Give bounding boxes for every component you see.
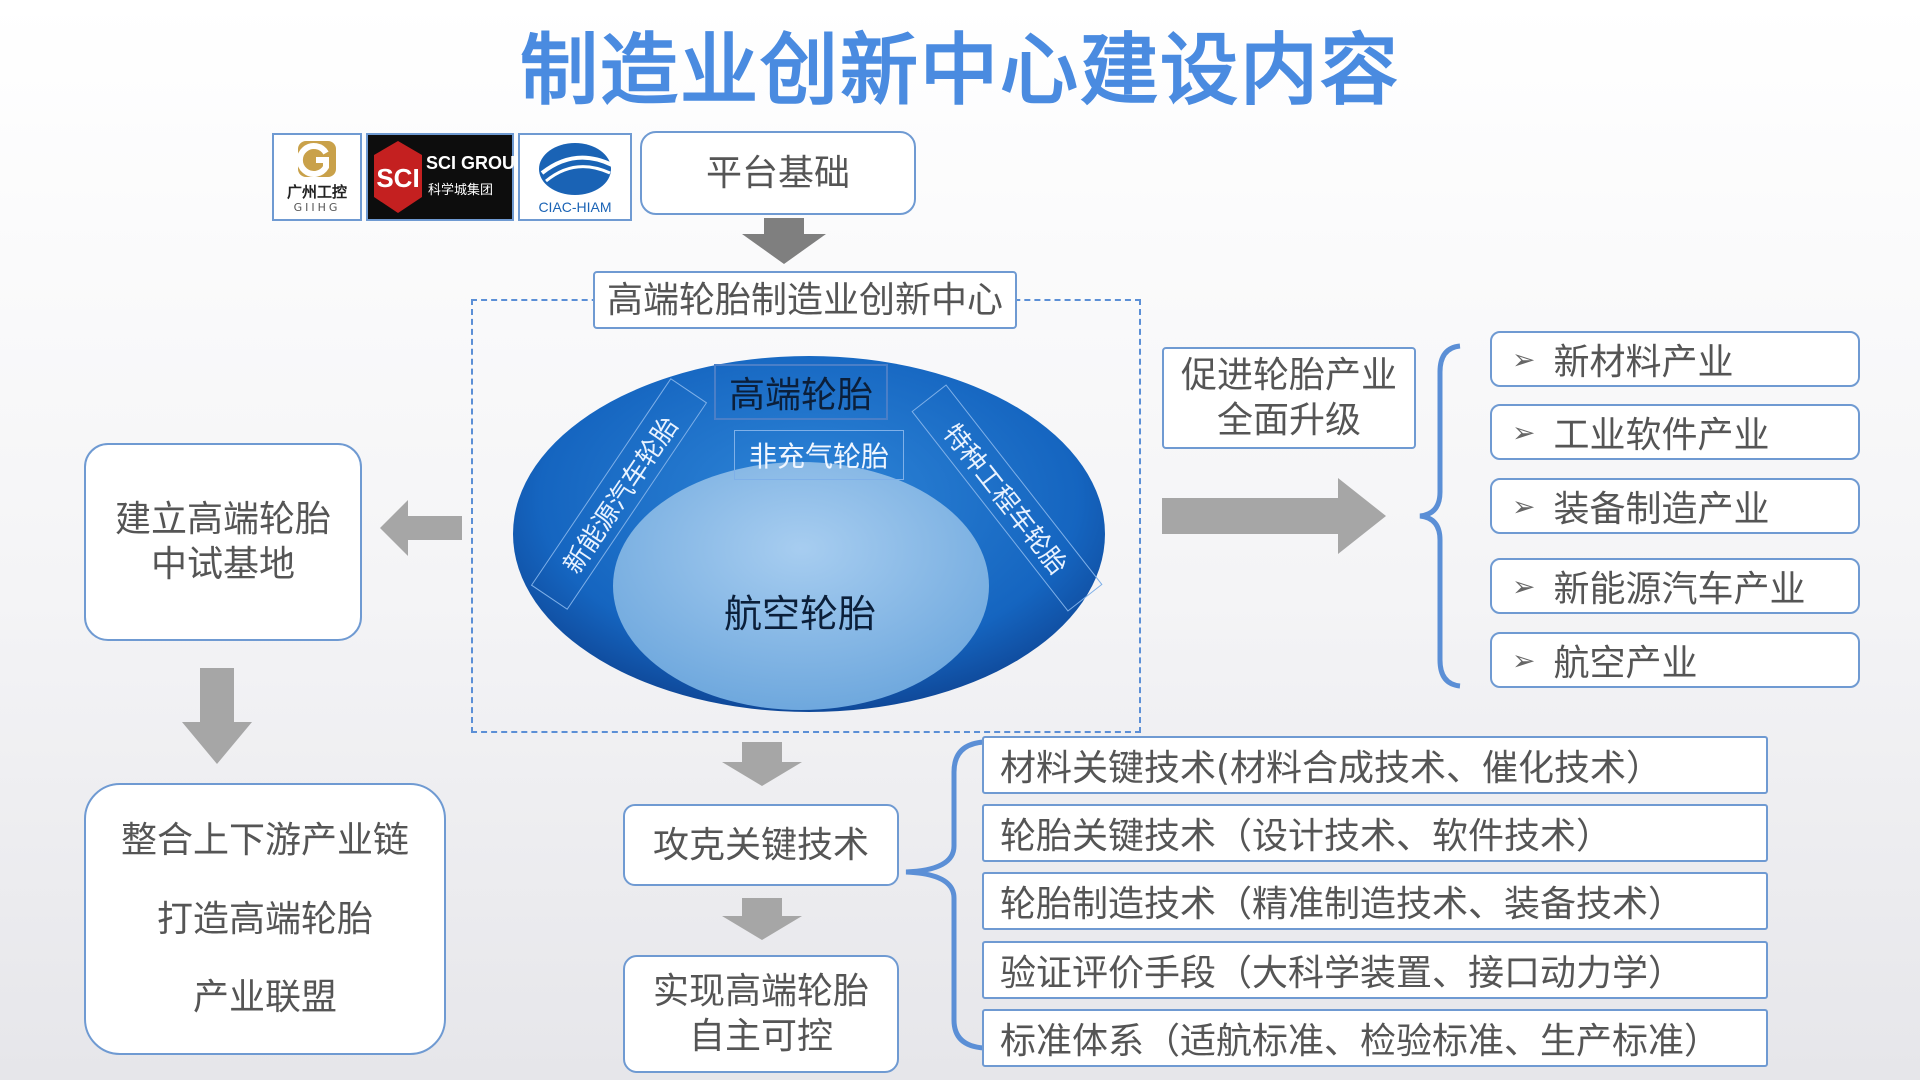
- alliance-line1: 整合上下游产业链: [120, 820, 409, 862]
- industry-label: 航空产业: [1553, 643, 1698, 684]
- giihg-logo: 广州工控 GIIHG: [272, 133, 362, 221]
- arrow-down-key-tech: [722, 742, 802, 786]
- alliance-line2: 打造高端轮胎: [156, 898, 373, 940]
- tech-item-manufacturing: 轮胎制造技术（精准制造技术、装备技术）: [982, 872, 1768, 930]
- tech-item-tire-key: 轮胎关键技术（设计技术、软件技术）: [982, 804, 1768, 862]
- tech-label: 标准体系（适航标准、检验标准、生产标准）: [1000, 1021, 1721, 1062]
- tech-label: 轮胎关键技术（设计技术、软件技术）: [1000, 816, 1613, 857]
- promote-line2: 全面升级: [1216, 400, 1361, 441]
- alliance-line3: 产业联盟: [192, 976, 337, 1018]
- page-title: 制造业创新中心建设内容: [519, 26, 1400, 116]
- industry-software: ➢ 工业软件产业: [1490, 404, 1860, 460]
- sci-group-logo: SCI SCI GROUP 科学城集团: [366, 133, 527, 221]
- giihg-logo-mark: [296, 141, 336, 177]
- control-line2: 自主可控: [688, 1016, 833, 1057]
- svg-text:SCI: SCI: [376, 163, 419, 193]
- ciac-logo-mark: [539, 143, 613, 195]
- arrowhead-bullet-icon: ➢: [1512, 489, 1536, 523]
- sci-logo-mark: SCI: [374, 141, 422, 213]
- arrowhead-bullet-icon: ➢: [1512, 415, 1536, 449]
- innovation-center-label: 高端轮胎制造业创新中心: [606, 279, 1003, 321]
- pilot-base-line2: 中试基地: [150, 544, 295, 585]
- giihg-logo-sub: GIIHG: [293, 201, 341, 214]
- industry-new-energy-vehicles: ➢ 新能源汽车产业: [1490, 558, 1860, 614]
- pilot-base-box: 建立高端轮胎 中试基地: [84, 443, 362, 641]
- industry-label: 新能源汽车产业: [1553, 569, 1806, 610]
- tech-label: 材料关键技术(材料合成技术、催化技术）: [1000, 748, 1663, 789]
- industry-label: 工业软件产业: [1553, 415, 1770, 456]
- arrow-down-platform: [742, 218, 826, 264]
- ellipse-core: [613, 462, 989, 710]
- arrow-down-control: [722, 898, 802, 940]
- pilot-base-line1: 建立高端轮胎: [114, 499, 331, 540]
- giihg-logo-text: 广州工控: [286, 183, 347, 201]
- tech-label: 轮胎制造技术（精准制造技术、装备技术）: [1000, 884, 1685, 925]
- key-tech-label: 攻克关键技术: [652, 824, 869, 866]
- arrowhead-bullet-icon: ➢: [1512, 342, 1536, 376]
- non-pneumatic-tire-label: 非充气轮胎: [734, 430, 904, 480]
- tech-item-validation: 验证评价手段（大科学装置、接口动力学）: [982, 941, 1768, 999]
- arrowhead-bullet-icon: ➢: [1512, 569, 1536, 603]
- ciac-logo-text: CIAC-HIAM: [538, 199, 612, 215]
- arrow-down-alliance: [182, 668, 252, 764]
- tech-label: 验证评价手段（大科学装置、接口动力学）: [1000, 953, 1685, 994]
- industry-label: 装备制造产业: [1553, 489, 1770, 530]
- sci-logo-sub: 科学城集团: [428, 183, 494, 198]
- industry-aviation: ➢ 航空产业: [1490, 632, 1860, 688]
- aviation-tire-label: 航空轮胎: [723, 591, 876, 636]
- high-end-tire-label: 高端轮胎: [714, 364, 888, 420]
- tech-item-standards: 标准体系（适航标准、检验标准、生产标准）: [982, 1009, 1768, 1067]
- platform-foundation-box: 平台基础: [640, 131, 916, 215]
- promote-upgrade-box: 促进轮胎产业 全面升级: [1162, 347, 1416, 449]
- tech-brace: [905, 739, 985, 1051]
- promote-line1: 促进轮胎产业: [1180, 355, 1397, 396]
- tire-ellipse-diagram: [513, 356, 1105, 712]
- industry-equipment: ➢ 装备制造产业: [1490, 478, 1860, 534]
- arrow-right-industries: [1162, 478, 1386, 554]
- arrow-left-pilot: [380, 500, 462, 556]
- self-control-box: 实现高端轮胎 自主可控: [623, 955, 899, 1073]
- platform-foundation-label: 平台基础: [705, 152, 850, 194]
- industries-brace: [1419, 343, 1461, 689]
- key-tech-box: 攻克关键技术: [623, 804, 899, 886]
- sci-logo-text: SCI GROUP: [426, 153, 528, 173]
- control-line1: 实现高端轮胎: [652, 971, 869, 1012]
- industry-label: 新材料产业: [1553, 342, 1734, 383]
- industry-new-materials: ➢ 新材料产业: [1490, 331, 1860, 387]
- ciac-hiam-logo: CIAC-HIAM: [518, 133, 632, 221]
- tech-item-materials: 材料关键技术(材料合成技术、催化技术）: [982, 736, 1768, 794]
- arrowhead-bullet-icon: ➢: [1512, 643, 1536, 677]
- industry-alliance-box: 整合上下游产业链 打造高端轮胎 产业联盟: [84, 783, 446, 1055]
- innovation-center-label-box: 高端轮胎制造业创新中心: [593, 271, 1017, 329]
